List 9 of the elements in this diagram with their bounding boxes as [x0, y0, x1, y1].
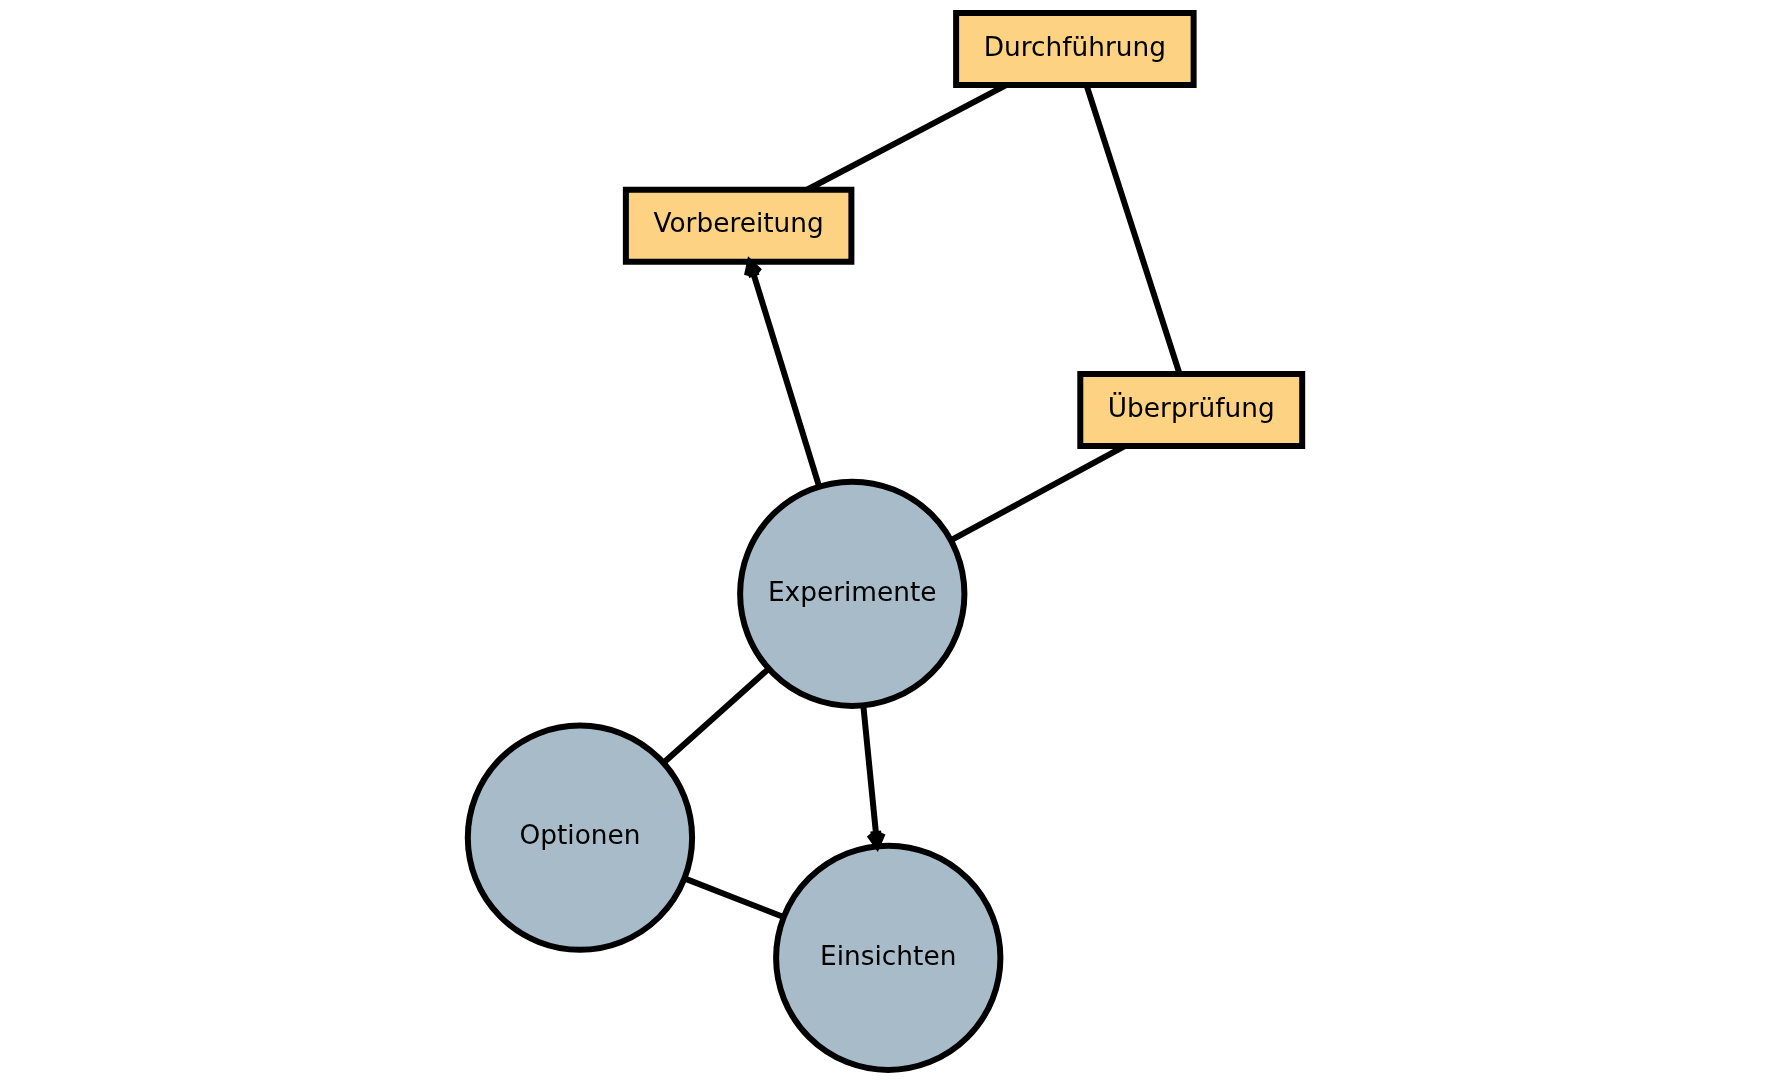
connector	[661, 666, 770, 766]
arrow	[743, 258, 822, 488]
node-circle: Experimente	[736, 478, 967, 709]
node-box: Überprüfung	[1076, 371, 1305, 450]
node-box: Durchführung	[952, 10, 1197, 89]
node-box: Vorbereitung	[622, 186, 854, 265]
node-circle: Einsichten	[772, 842, 1003, 1073]
arrow	[859, 705, 886, 850]
node-circle: Optionen	[464, 722, 695, 953]
